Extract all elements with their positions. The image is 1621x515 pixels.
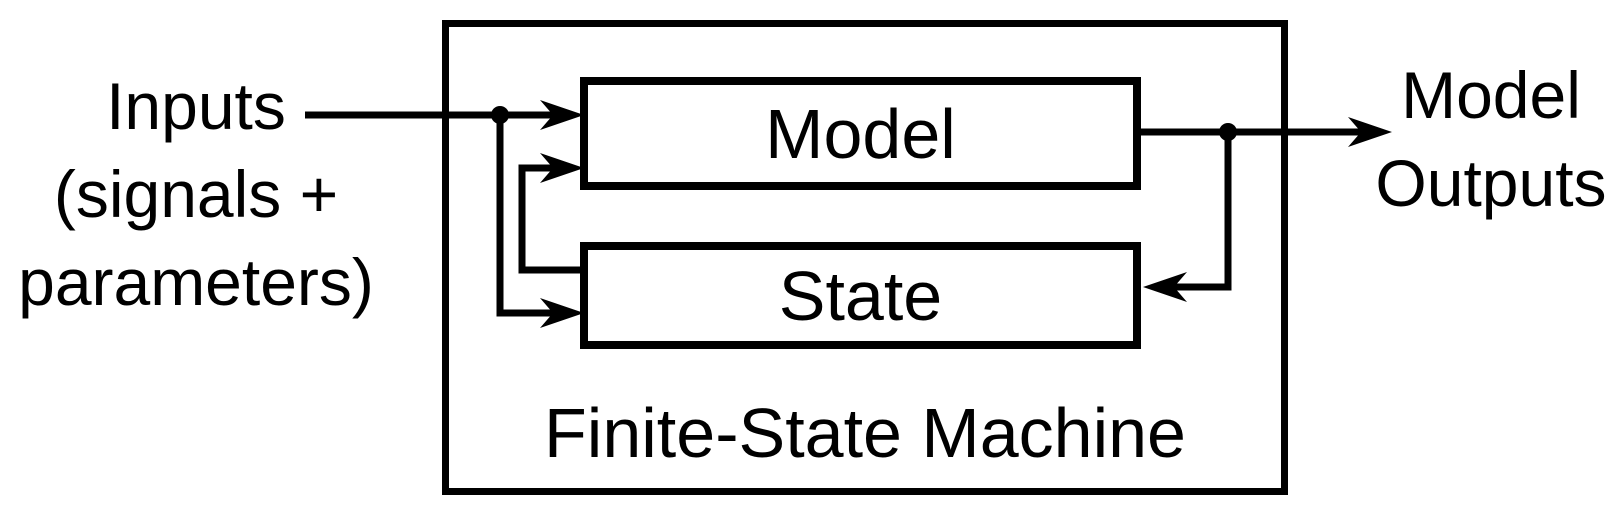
model-outputs-label: Model Outputs bbox=[1361, 51, 1621, 227]
output-to-state-wire bbox=[1174, 132, 1232, 291]
arrowhead-output-to-state bbox=[1143, 272, 1187, 302]
arrowhead-model-outputs bbox=[1348, 117, 1392, 147]
model-block-label: Model bbox=[765, 94, 956, 173]
arrowhead-inputs-to-state bbox=[540, 298, 584, 328]
output-junction-dot bbox=[1219, 123, 1237, 141]
arrowhead-state-to-model bbox=[540, 153, 584, 183]
model-outputs-label-line1: Model bbox=[1401, 58, 1581, 132]
inputs-label-line2: (signals + bbox=[53, 157, 339, 231]
inputs-label-line3: parameters) bbox=[18, 245, 374, 319]
input-junction-dot bbox=[491, 106, 509, 124]
model-outputs-label-line2: Outputs bbox=[1375, 146, 1607, 220]
model-block: Model bbox=[580, 77, 1141, 190]
fsm-caption: Finite-State Machine bbox=[544, 394, 1186, 472]
inputs-label-line1: Inputs bbox=[106, 69, 286, 143]
input-branch-wire bbox=[496, 115, 553, 317]
state-to-model-wire bbox=[518, 164, 582, 274]
state-block: State bbox=[580, 242, 1141, 349]
fsm-outer-box bbox=[442, 20, 1288, 495]
state-block-label: State bbox=[778, 256, 943, 335]
arrowhead-inputs-to-model bbox=[540, 100, 584, 130]
inputs-label: Inputs (signals + parameters) bbox=[0, 62, 392, 326]
